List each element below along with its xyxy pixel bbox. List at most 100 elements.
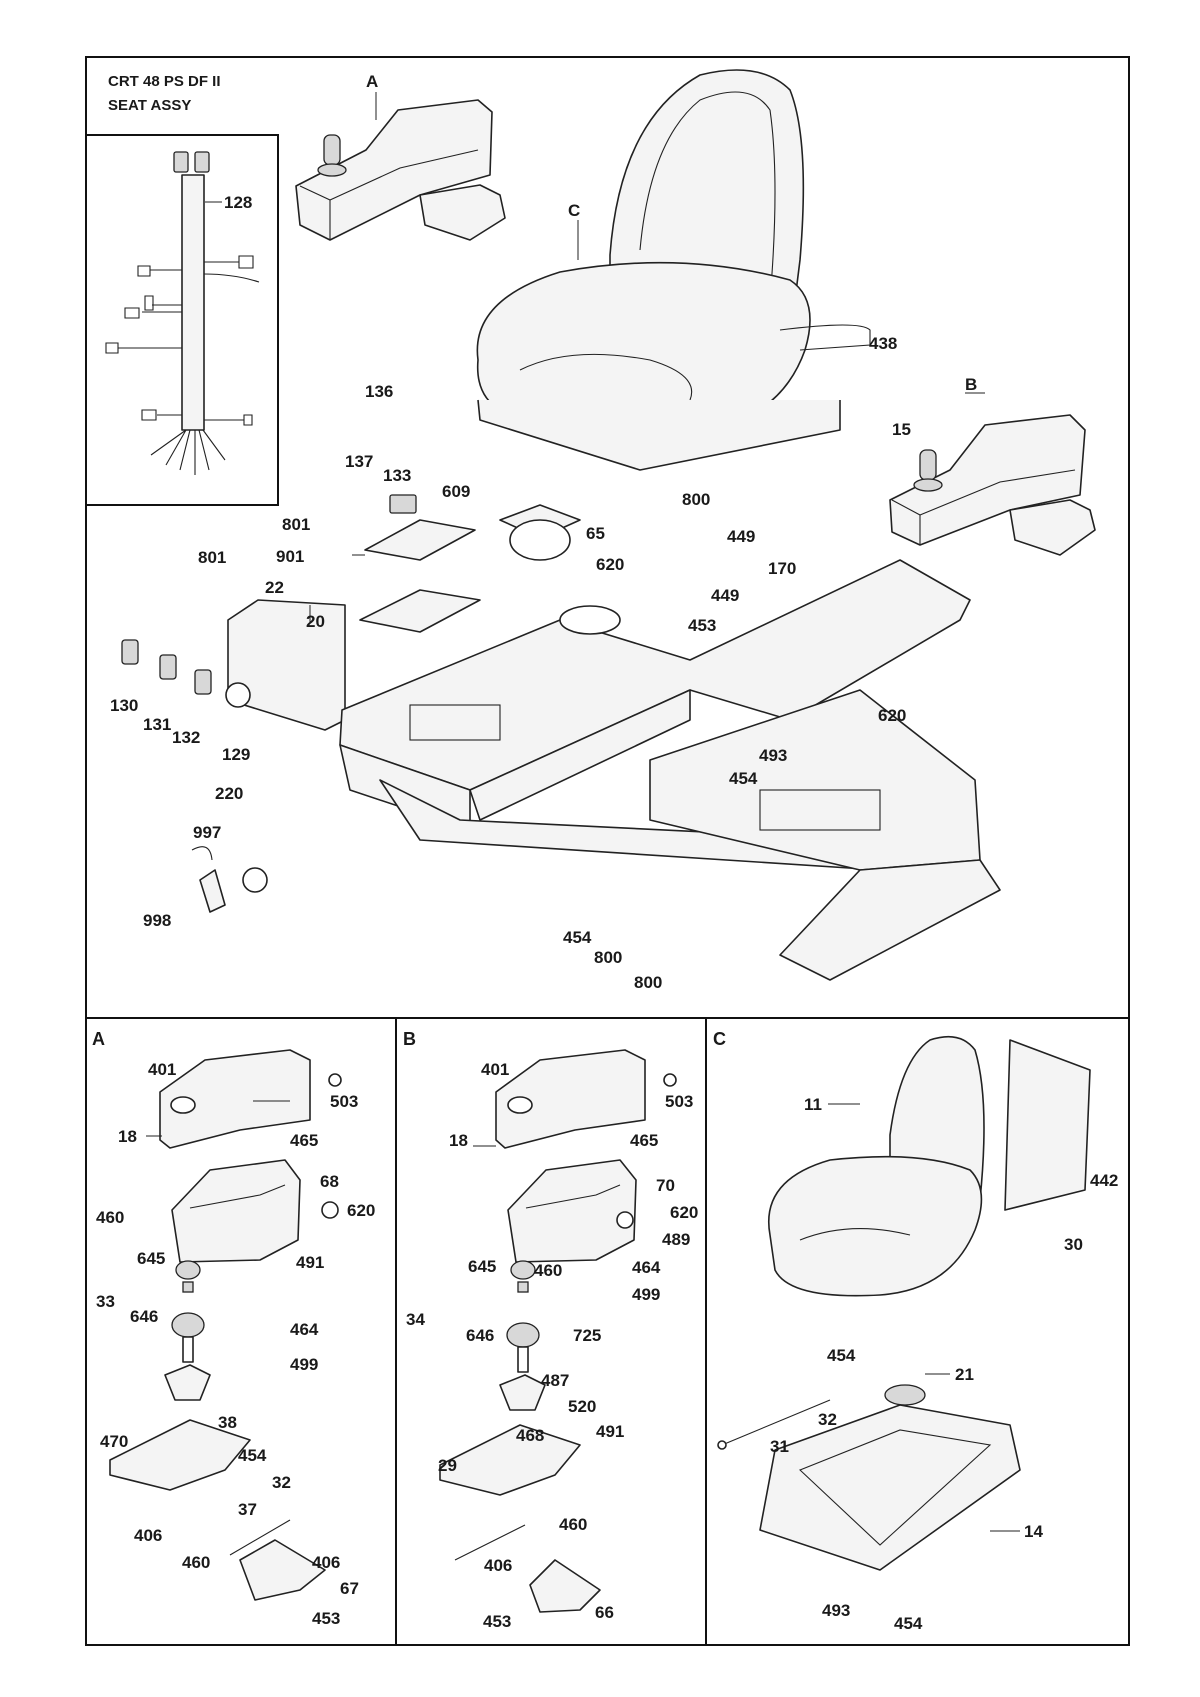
part-label: 129	[222, 745, 250, 764]
part-label: 620	[347, 1201, 375, 1220]
part-label: 66	[595, 1603, 614, 1622]
part-label: 801	[282, 515, 310, 534]
part-label: 136	[365, 382, 393, 401]
part-label: 18	[449, 1131, 468, 1150]
part-label: 449	[711, 586, 739, 605]
armrest-a-drawing	[295, 99, 506, 241]
outer-frame	[85, 56, 1130, 1646]
part-label: 449	[727, 527, 755, 546]
part-label: 34	[406, 1310, 425, 1329]
part-label: 620	[878, 706, 906, 725]
chassis-drawing	[339, 559, 1001, 981]
part-label: 170	[768, 559, 796, 578]
title-model: CRT 48 PS DF II	[108, 73, 221, 90]
part-label: 220	[215, 784, 243, 803]
part-label: 37	[238, 1500, 257, 1519]
part-label: 503	[330, 1092, 358, 1111]
detail-b-part-labels: 401 503 18 465 70 620 489 645 460 464 49…	[406, 1060, 698, 1631]
part-label: 998	[143, 911, 171, 930]
part-label: 67	[340, 1579, 359, 1598]
part-label: 401	[148, 1060, 176, 1079]
main-callouts: A C B	[366, 72, 977, 394]
part-label: 645	[137, 1249, 165, 1268]
part-label: 31	[770, 1437, 789, 1456]
detail-c-drawing	[717, 1035, 1091, 1571]
part-label: 503	[665, 1092, 693, 1111]
part-label: 406	[134, 1526, 162, 1545]
part-label: 442	[1090, 1171, 1118, 1190]
part-label: 29	[438, 1456, 457, 1475]
callout-c: C	[568, 201, 580, 220]
detail-c-part-labels: 11 442 30 454 21 32 31 14 493 454	[770, 1095, 1118, 1633]
part-label: 32	[272, 1473, 291, 1492]
title-assembly: SEAT ASSY	[108, 97, 191, 114]
part-label: 438	[869, 334, 897, 353]
part-label: 131	[143, 715, 171, 734]
part-label: 465	[630, 1131, 658, 1150]
part-label: 20	[306, 612, 325, 631]
part-label: 725	[573, 1326, 601, 1345]
part-label: 33	[96, 1292, 115, 1311]
console-drawing	[121, 494, 581, 913]
part-label: 137	[345, 452, 373, 471]
part-label: 133	[383, 466, 411, 485]
part-label: 406	[312, 1553, 340, 1572]
callout-b: B	[965, 375, 977, 394]
part-label: 460	[534, 1261, 562, 1280]
wiring-harness-drawing	[105, 151, 260, 475]
part-label: 801	[198, 548, 226, 567]
part-label: 460	[559, 1515, 587, 1534]
part-label: 454	[729, 769, 758, 788]
part-label: 65	[586, 524, 605, 543]
detail-c-label: C	[713, 1029, 726, 1049]
part-label: 800	[682, 490, 710, 509]
part-label: 460	[96, 1208, 124, 1227]
part-label: 468	[516, 1426, 544, 1445]
part-label: 453	[312, 1609, 340, 1628]
detail-b-drawing	[439, 1049, 677, 1613]
part-label: 30	[1064, 1235, 1083, 1254]
callout-a: A	[366, 72, 378, 91]
part-label: 401	[481, 1060, 509, 1079]
part-label: 406	[484, 1556, 512, 1575]
part-label: 453	[688, 616, 716, 635]
part-label: 32	[818, 1410, 837, 1429]
part-label: 620	[670, 1203, 698, 1222]
part-label: 520	[568, 1397, 596, 1416]
leader-lines	[146, 92, 1020, 1532]
part-label: 609	[442, 482, 470, 501]
part-label: 68	[320, 1172, 339, 1191]
part-label: 493	[759, 746, 787, 765]
part-label: 800	[634, 973, 662, 992]
part-label: 38	[218, 1413, 237, 1432]
part-label: 499	[290, 1355, 318, 1374]
part-label: 499	[632, 1285, 660, 1304]
part-label: 460	[182, 1553, 210, 1572]
detail-b-label: B	[403, 1029, 416, 1049]
part-label: 491	[296, 1253, 324, 1272]
harness-inset-frame	[85, 134, 279, 506]
part-label: 645	[468, 1257, 496, 1276]
part-label: 454	[827, 1346, 856, 1365]
part-label: 800	[594, 948, 622, 967]
part-label: 454	[238, 1446, 267, 1465]
part-label: 464	[632, 1258, 661, 1277]
detail-a-part-labels: 401 503 18 465 68 460 620 645 33 646 491…	[96, 1060, 375, 1628]
part-label: 620	[596, 555, 624, 574]
part-label: 15	[892, 420, 911, 439]
part-label: 130	[110, 696, 138, 715]
part-label: 493	[822, 1601, 850, 1620]
main-part-labels: 128 136 137 133 609 65 801 901 801 22 20…	[110, 193, 911, 992]
detail-a-drawing	[109, 1049, 342, 1601]
part-label: 465	[290, 1131, 318, 1150]
part-label: 470	[100, 1432, 128, 1451]
part-label: 901	[276, 547, 304, 566]
part-label: 487	[541, 1371, 569, 1390]
part-label: 128	[224, 193, 252, 212]
part-label: 646	[130, 1307, 158, 1326]
part-label: 22	[265, 578, 284, 597]
part-label: 18	[118, 1127, 137, 1146]
armrest-b-drawing	[889, 414, 1096, 556]
part-label: 11	[804, 1095, 822, 1114]
